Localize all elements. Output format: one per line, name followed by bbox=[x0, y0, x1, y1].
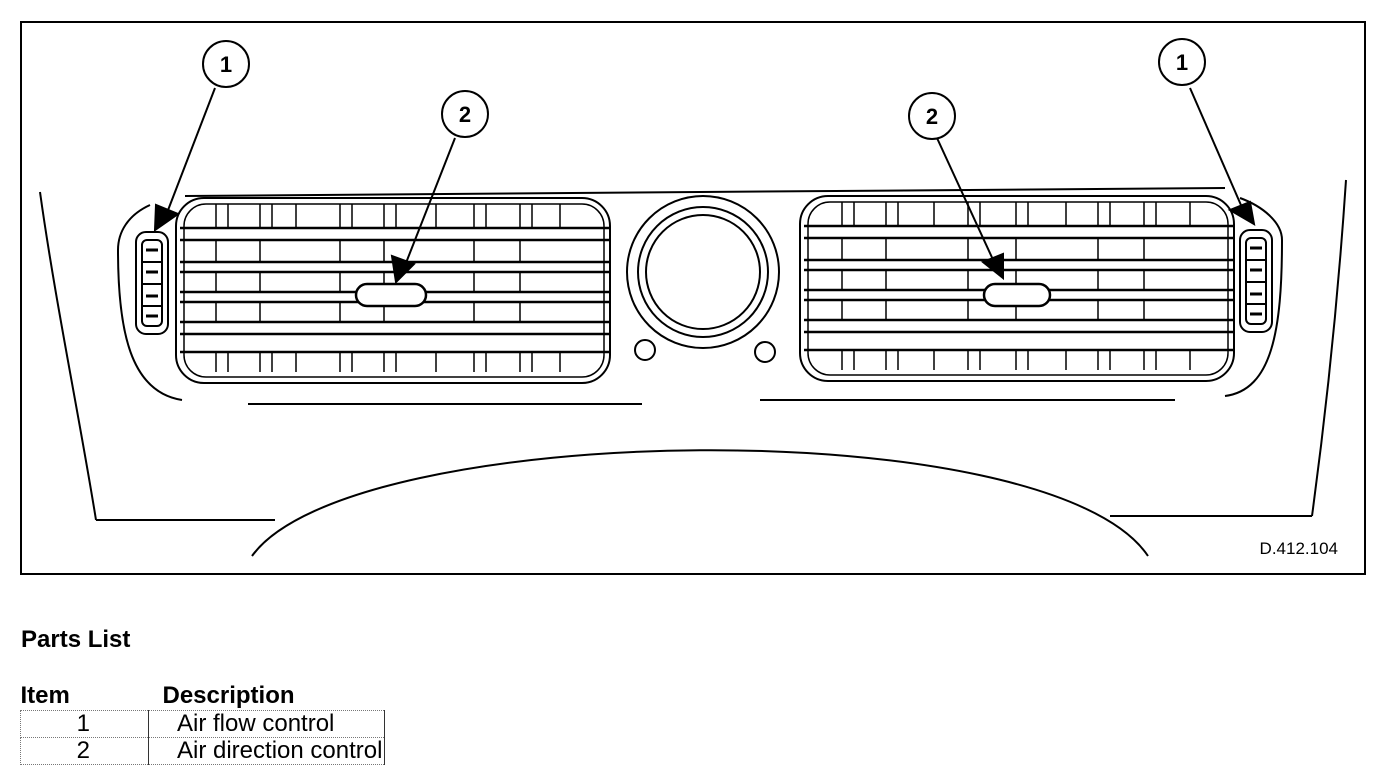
svg-text:2: 2 bbox=[926, 104, 938, 129]
diagram-reference: D.412.104 bbox=[1260, 539, 1338, 558]
svg-text:1: 1 bbox=[1176, 50, 1188, 75]
svg-text:2: 2 bbox=[459, 102, 471, 127]
leader-lines bbox=[153, 87, 1256, 285]
diagram-frame bbox=[20, 21, 1366, 575]
description-header: Description bbox=[162, 682, 295, 709]
svg-text:1: 1 bbox=[220, 52, 232, 77]
parts-list-header-row: Item Description bbox=[21, 680, 385, 711]
left-vent bbox=[175, 197, 611, 384]
right-knob bbox=[754, 341, 776, 363]
left-air-direction-tab bbox=[354, 282, 428, 308]
dashboard-outline bbox=[39, 179, 1347, 557]
callout-right-inner: 2 bbox=[908, 92, 956, 140]
vent-diagram: 1 2 2 1 D.412.104 bbox=[20, 21, 1366, 575]
item-description: Air flow control bbox=[148, 710, 386, 738]
item-number: 2 bbox=[20, 737, 149, 765]
callout-right-outer: 1 bbox=[1158, 38, 1206, 86]
table-row: 1 Air flow control bbox=[20, 710, 386, 738]
right-air-direction-tab bbox=[982, 282, 1052, 308]
callout-left-outer: 1 bbox=[202, 40, 250, 88]
item-description: Air direction control bbox=[148, 737, 386, 765]
parts-list-table: Item Description 1 Air flow control 2 Ai… bbox=[20, 680, 386, 765]
item-number: 1 bbox=[20, 710, 149, 738]
left-air-flow-wheel bbox=[135, 231, 169, 335]
table-row: 2 Air direction control bbox=[20, 737, 386, 765]
left-knob bbox=[634, 339, 656, 361]
parts-list-title: Parts List bbox=[21, 626, 131, 653]
center-clock bbox=[626, 195, 780, 363]
right-vent bbox=[799, 195, 1235, 382]
right-air-flow-wheel bbox=[1239, 229, 1273, 333]
item-header: Item bbox=[20, 682, 70, 709]
callout-left-inner: 2 bbox=[441, 90, 489, 138]
